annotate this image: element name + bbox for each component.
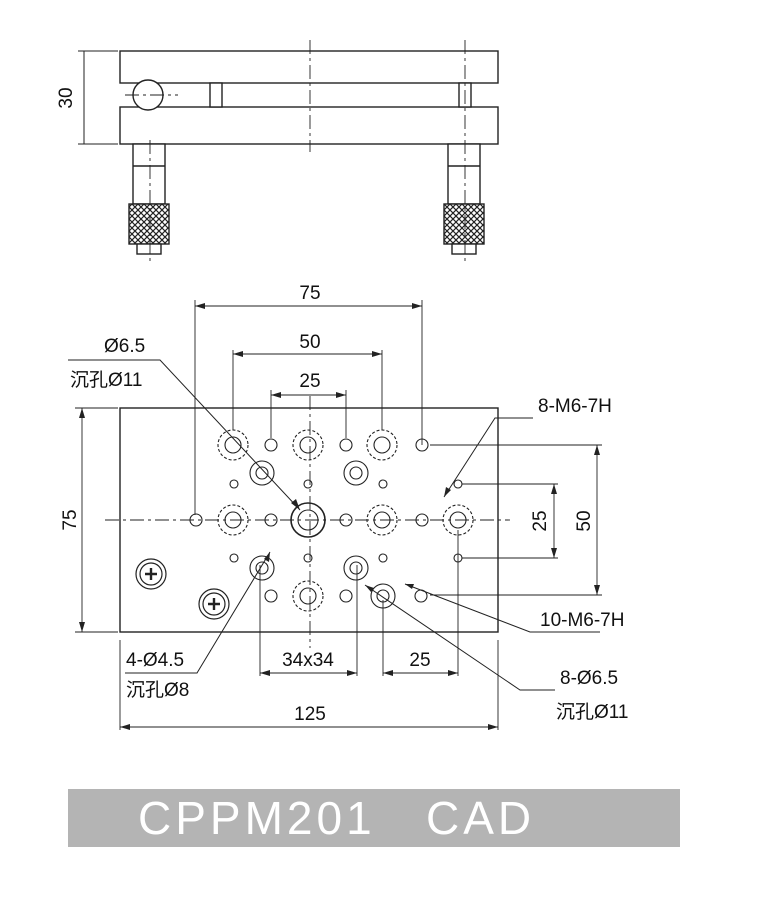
- tapped-hole: [264, 438, 278, 452]
- tapped-hole: [339, 513, 353, 527]
- micrometer-knurl: [443, 203, 485, 245]
- top-plate: [119, 50, 499, 84]
- small-tapped-hole: [453, 479, 463, 489]
- small-tapped-hole: [453, 553, 463, 563]
- tapped-hole: [189, 513, 203, 527]
- tapped-hole: [264, 513, 278, 527]
- dim-top-75: 75: [299, 283, 320, 304]
- tapped-hole: [339, 589, 353, 603]
- counterbore-hole: [370, 583, 396, 609]
- small-counterbore-hole: [249, 460, 275, 486]
- dim-bottom-25: 25: [409, 650, 430, 671]
- callout-hole-c-line1: 8-Ø6.5: [560, 668, 618, 689]
- counterbore-hole: [442, 504, 474, 536]
- tapped-hole: [415, 513, 429, 527]
- callout-hole-c-line2: 沉孔Ø11: [556, 701, 629, 723]
- height-dim-label: 30: [56, 87, 77, 108]
- counterbore-hole: [366, 429, 398, 461]
- callout-hole-b-line2: 沉孔Ø8: [126, 679, 189, 701]
- small-tapped-hole: [303, 553, 313, 563]
- small-tapped-hole: [303, 479, 313, 489]
- screw-icon: [198, 588, 230, 620]
- banner-title: CPPM201 CAD: [138, 792, 536, 844]
- top-view: [68, 300, 602, 730]
- dim-left-75: 75: [60, 509, 81, 530]
- title-banner: CPPM201 CAD: [68, 789, 680, 847]
- dim-bottom-125: 125: [294, 704, 326, 725]
- tapped-hole: [264, 589, 278, 603]
- small-counterbore-hole: [343, 460, 369, 486]
- dim-right-50: 50: [574, 510, 595, 531]
- callout-tap-10: 10-M6-7H: [540, 610, 624, 631]
- micrometer-knurl: [128, 203, 170, 245]
- cad-drawing: 30: [56, 40, 629, 730]
- callout-hole-a-line2: 沉孔Ø11: [70, 369, 143, 391]
- counterbore-hole: [292, 580, 324, 612]
- micrometer-sleeve: [132, 143, 166, 205]
- small-counterbore-hole: [343, 555, 369, 581]
- post: [209, 82, 223, 108]
- bottom-plate: [119, 106, 499, 145]
- counterbore-hole: [217, 504, 249, 536]
- small-counterbore-hole: [249, 555, 275, 581]
- counterbore-hole: [217, 429, 249, 461]
- callout-hole-a-line1: Ø6.5: [104, 336, 145, 357]
- small-tapped-hole: [229, 553, 239, 563]
- small-tapped-hole: [378, 553, 388, 563]
- tapped-hole: [339, 438, 353, 452]
- callout-tap-8: 8-M6-7H: [538, 396, 612, 417]
- small-tapped-hole: [229, 479, 239, 489]
- dim-bottom-34: 34x34: [282, 650, 334, 671]
- micrometer-sleeve: [447, 143, 481, 205]
- counterbore-hole: [292, 429, 324, 461]
- callout-hole-b-line1: 4-Ø4.5: [126, 650, 184, 671]
- dim-right-25: 25: [530, 510, 551, 531]
- screw-icon: [135, 558, 167, 590]
- dim-top-25: 25: [299, 371, 320, 392]
- center-counterbore-hole: [290, 502, 326, 538]
- tapped-hole: [415, 438, 429, 452]
- dim-top-50: 50: [299, 332, 320, 353]
- counterbore-hole: [366, 504, 398, 536]
- ball: [132, 79, 164, 96]
- small-tapped-hole: [378, 479, 388, 489]
- side-view: [78, 40, 499, 262]
